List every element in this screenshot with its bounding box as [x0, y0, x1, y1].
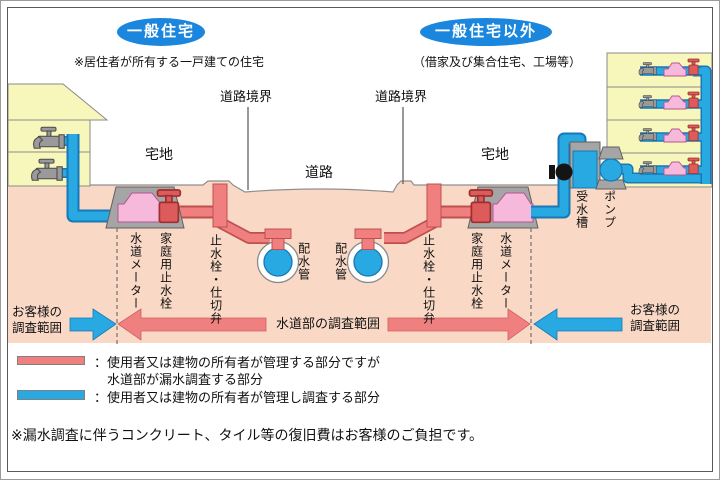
distribution-pipe-label-right: 配水管	[333, 242, 348, 281]
black-valve-icon	[549, 163, 573, 181]
badge-non-general-housing: 一般住宅以外	[420, 18, 552, 46]
lot-label-left: 宅地	[145, 146, 173, 162]
customer-range-arrow-right	[533, 308, 623, 341]
badge-general-housing: 一般住宅	[117, 18, 205, 46]
road-boundary-label-left: 道路境界	[220, 89, 273, 104]
stop-valve-riser-left	[212, 183, 228, 228]
legend-blue-swatch	[17, 390, 85, 400]
household-stop-valve-label-left: 家庭用止水栓	[158, 232, 173, 310]
legend-red-text-line2: 水道部が漏水調査する部分	[107, 372, 264, 387]
water-department-range-arrow-right-segment	[387, 308, 531, 341]
footnote: ※漏水調査に伴うコンクリート、タイル等の復旧費はお客様のご負担です。	[11, 427, 484, 443]
customer-range-arrow-left	[69, 308, 117, 341]
water-meter-label-left: 水道メーター	[128, 232, 143, 310]
water-meter-box-left	[105, 186, 185, 229]
legend-blue-text: ：使用者又は建物の所有者が管理し調査する部分	[94, 390, 381, 405]
customer-range-label-left-line1: お客様の	[12, 305, 63, 319]
ground-surface-line	[8, 180, 711, 193]
receiving-tank	[569, 141, 601, 189]
legend-red-text-line1: ：使用者又は建物の所有者が管理する部分ですが	[94, 355, 381, 370]
customer-range-label-left-line2: 調査範囲	[12, 320, 63, 335]
pump-icon	[595, 146, 627, 190]
water-department-range-label: 水道部の調査範囲	[275, 316, 380, 331]
stop-gate-valve-label-left: 止水栓・仕切弁	[208, 234, 223, 325]
customer-range-label-left: お客様の 調査範囲	[12, 305, 62, 336]
diagram-border	[7, 7, 713, 472]
receiving-tank-label: 受水槽	[574, 190, 589, 229]
road-label: 道路	[305, 164, 333, 180]
customer-range-label-right: お客様の 調査範囲	[630, 303, 680, 334]
stop-gate-valve-label-right: 止水栓・仕切弁	[421, 234, 436, 325]
water-meter-label-right: 水道メーター	[498, 232, 513, 310]
customer-range-label-right-line2: 調査範囲	[630, 318, 681, 333]
pump-label: ポンプ	[602, 190, 617, 229]
household-stop-valve-label-right: 家庭用止水栓	[469, 232, 484, 310]
supply-pipe-red-left	[176, 205, 270, 244]
stop-valve-riser-right	[426, 183, 442, 228]
water-department-range-arrow-left-segment	[117, 308, 267, 341]
distribution-pipe-label-left: 配水管	[296, 242, 311, 281]
lot-label-right: 宅地	[481, 146, 509, 162]
distribution-pipe-circle-right	[346, 228, 390, 284]
badge-general-housing-note: ※居住者が所有する一戸建ての住宅	[74, 55, 265, 69]
legend-red-swatch	[17, 356, 85, 365]
water-meter-box-right	[467, 186, 539, 229]
customer-range-label-right-line1: お客様の	[630, 303, 681, 317]
supply-pipe-red-right	[384, 205, 476, 244]
road-boundary-label-right: 道路境界	[375, 89, 428, 104]
distribution-pipe-circle-left	[256, 228, 300, 284]
badge-non-general-housing-note: （借家及び集合住宅、工場等）	[413, 55, 582, 69]
